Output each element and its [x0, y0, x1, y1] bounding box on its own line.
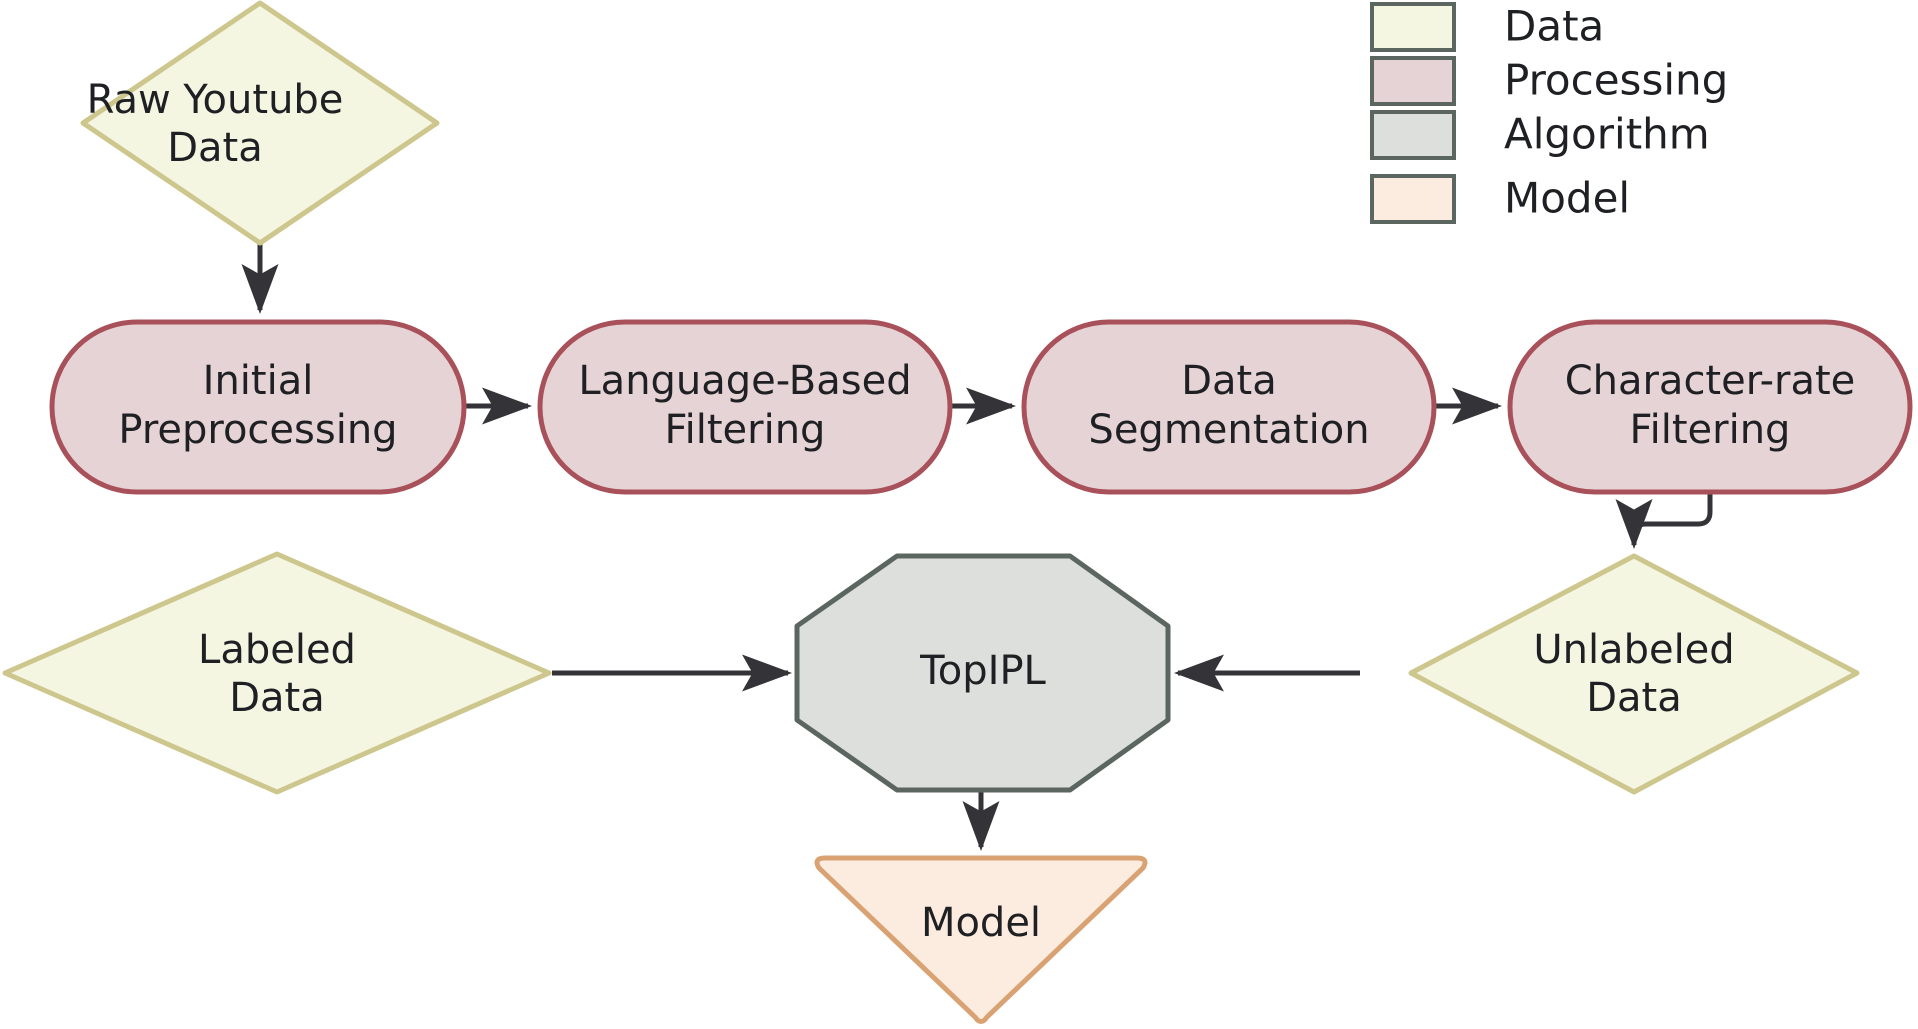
- raw-youtube-data-shape: [80, 0, 440, 246]
- topipl-shape: [794, 553, 1171, 793]
- data-segmentation-label-line2: Segmentation: [1088, 407, 1369, 453]
- node-raw-youtube-data[interactable]: Raw Youtube Data: [80, 0, 440, 246]
- legend-item-model[interactable]: Model: [1370, 174, 1630, 224]
- legend-swatch-processing: [1370, 56, 1456, 106]
- legend-swatch-algorithm: [1370, 110, 1456, 160]
- node-model[interactable]: Model: [814, 855, 1148, 1024]
- data-segmentation-label-line1: Data: [1181, 358, 1277, 404]
- labeled-data-shape: [2, 551, 552, 795]
- unlabeled-data-label-line1: Unlabeled: [1533, 627, 1734, 673]
- node-data-segmentation[interactable]: Data Segmentation: [1021, 319, 1437, 495]
- initial-preprocessing-label-line1: Initial: [203, 358, 314, 404]
- legend-label-data: Data: [1504, 2, 1604, 51]
- legend: Data Processing Algorithm Model: [1370, 2, 1728, 224]
- model-label: Model: [921, 900, 1041, 946]
- unlabeled-data-shape: [1408, 553, 1860, 795]
- data-segmentation-shape: [1021, 319, 1437, 495]
- legend-swatch-data: [1370, 2, 1456, 52]
- character-rate-filtering-label-line1: Character-rate: [1565, 358, 1856, 404]
- model-shape: [814, 855, 1148, 1024]
- language-based-filtering-label-line1: Language-Based: [578, 358, 911, 404]
- language-based-filtering-shape: [537, 319, 953, 495]
- node-labeled-data[interactable]: Labeled Data: [2, 551, 552, 795]
- node-unlabeled-data[interactable]: Unlabeled Data: [1408, 553, 1860, 795]
- labeled-data-label-line2: Data: [229, 675, 325, 721]
- character-rate-filtering-label-line2: Filtering: [1630, 407, 1791, 453]
- raw-youtube-data-label-line2: Data: [167, 125, 263, 171]
- legend-label-algorithm: Algorithm: [1504, 110, 1710, 159]
- raw-youtube-data-label-line1: Raw Youtube: [87, 77, 344, 123]
- edge-character-to-unlabeled: [1615, 492, 1713, 550]
- node-character-rate-filtering[interactable]: Character-rate Filtering: [1507, 319, 1913, 495]
- node-initial-preprocessing[interactable]: Initial Preprocessing: [49, 319, 467, 495]
- node-topipl[interactable]: TopIPL: [794, 553, 1171, 793]
- legend-item-processing[interactable]: Processing: [1370, 56, 1728, 106]
- labeled-data-label-line1: Labeled: [198, 627, 356, 673]
- edges-layer: [241, 243, 1713, 852]
- legend-label-model: Model: [1504, 174, 1630, 223]
- topipl-label: TopIPL: [919, 648, 1046, 694]
- legend-label-processing: Processing: [1504, 56, 1728, 105]
- unlabeled-data-label-line2: Data: [1586, 675, 1682, 721]
- character-rate-filtering-shape: [1507, 319, 1913, 495]
- language-based-filtering-label-line2: Filtering: [665, 407, 826, 453]
- initial-preprocessing-shape: [49, 319, 467, 495]
- node-language-based-filtering[interactable]: Language-Based Filtering: [537, 319, 953, 495]
- initial-preprocessing-label-line2: Preprocessing: [118, 407, 397, 453]
- legend-item-data[interactable]: Data: [1370, 2, 1604, 52]
- legend-item-algorithm[interactable]: Algorithm: [1370, 110, 1710, 160]
- legend-swatch-model: [1370, 174, 1456, 224]
